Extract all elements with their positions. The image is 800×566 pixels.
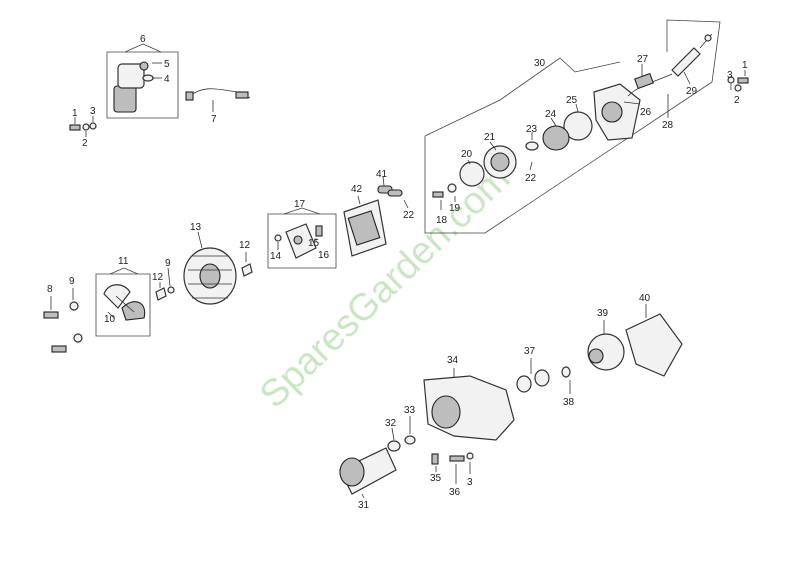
washer-9-mid-part[interactable] (167, 286, 175, 294)
callout-42: 42 (351, 184, 363, 195)
pulley-bracket-part[interactable] (634, 72, 654, 90)
bearing-37-part[interactable] (516, 369, 550, 393)
coil-ring-part[interactable] (142, 74, 154, 82)
screw-8-part[interactable] (43, 311, 67, 353)
callout-37: 37 (524, 346, 536, 357)
callout-13: 13 (190, 222, 202, 233)
callout-33: 33 (404, 405, 416, 416)
washer-2-left[interactable] (82, 123, 90, 131)
callout-40: 40 (639, 293, 651, 304)
screw-1-left[interactable] (69, 124, 81, 131)
callout-5: 5 (164, 59, 170, 70)
callout-14: 14 (270, 251, 282, 262)
callout-2-left: 2 (82, 138, 88, 149)
callout-29: 29 (686, 86, 698, 97)
grease-nipple-35-part[interactable] (431, 453, 439, 465)
washer-19-part[interactable] (447, 183, 457, 193)
pawl-part[interactable] (525, 141, 539, 151)
callout-22-right: 22 (525, 173, 537, 184)
drum-cover-part[interactable] (625, 313, 683, 377)
starter-rope-handle-part[interactable] (671, 33, 713, 77)
callout-2-right: 2 (734, 95, 740, 106)
callout-15: 15 (308, 238, 320, 249)
clutch-shoe-part[interactable] (103, 284, 146, 321)
screw-15-16-part[interactable] (315, 225, 323, 237)
washer-20-part[interactable] (459, 161, 485, 187)
clip-22-part[interactable] (387, 189, 403, 197)
callout-9-mid: 9 (165, 258, 171, 269)
callout-39: 39 (597, 308, 609, 319)
filter-cover-part[interactable] (343, 199, 387, 257)
washer-2-right[interactable] (734, 84, 742, 92)
washer-3-left[interactable] (89, 122, 97, 130)
callout-24: 24 (545, 109, 557, 120)
callout-10: 10 (104, 314, 116, 325)
callout-7: 7 (211, 114, 217, 125)
circlip-38-part[interactable] (561, 366, 571, 378)
callout-27: 27 (637, 54, 649, 65)
callout-4: 4 (164, 74, 170, 85)
callout-12-lower: 12 (152, 272, 164, 283)
callout-9-left: 9 (69, 276, 75, 287)
callout-17: 17 (294, 199, 306, 210)
callout-23: 23 (526, 124, 538, 135)
wire-harness-part[interactable] (185, 88, 251, 101)
callout-3-left: 3 (90, 106, 96, 117)
group-11-box (95, 267, 151, 337)
callout-3-lower: 3 (467, 477, 473, 488)
ignition-coil-part[interactable] (113, 61, 149, 113)
watermark-text: SparesGarden.com (252, 157, 518, 416)
callout-1-left: 1 (72, 108, 78, 119)
nut-12-upper-part[interactable] (241, 263, 253, 277)
module-17-part[interactable] (285, 223, 317, 259)
callout-22-left: 22 (403, 210, 415, 221)
callout-35: 35 (430, 473, 442, 484)
nut-14-part[interactable] (274, 234, 282, 242)
callout-30: 30 (534, 58, 546, 69)
starter-cup-part[interactable] (483, 145, 517, 179)
callout-16: 16 (318, 250, 330, 261)
group-6-box (106, 43, 179, 119)
callout-12-upper: 12 (239, 240, 251, 251)
callout-41: 41 (376, 169, 388, 180)
group-17-box (267, 207, 337, 269)
callout-26: 26 (640, 107, 652, 118)
starter-cover-part[interactable] (593, 83, 641, 141)
screw-1-right[interactable] (737, 77, 749, 84)
callout-25: 25 (566, 95, 578, 106)
callout-6: 6 (140, 34, 146, 45)
callout-34: 34 (447, 355, 459, 366)
callout-21: 21 (484, 132, 496, 143)
callout-1-right: 1 (742, 60, 748, 71)
flywheel-part[interactable] (183, 247, 237, 305)
seal-32-part[interactable] (387, 440, 401, 452)
clutch-drum-part[interactable] (587, 333, 625, 371)
callout-32: 32 (385, 418, 397, 429)
group-30-box (424, 19, 721, 234)
washer-3-right[interactable] (727, 76, 735, 84)
washer-3-lower-part[interactable] (466, 452, 474, 460)
callout-20: 20 (461, 149, 473, 160)
callout-3-right: 3 (727, 70, 733, 81)
ring-33-part[interactable] (404, 435, 416, 445)
callout-36: 36 (449, 487, 461, 498)
gear-housing-part[interactable] (423, 375, 515, 441)
callout-38: 38 (563, 397, 575, 408)
callout-31: 31 (358, 500, 370, 511)
screw-36-part[interactable] (449, 455, 465, 462)
nut-12-lower-part[interactable] (155, 287, 167, 301)
callout-11: 11 (118, 256, 129, 267)
pulley-part[interactable] (542, 125, 570, 151)
drive-shaft-sleeve-part[interactable] (339, 447, 397, 495)
callout-28: 28 (662, 120, 674, 131)
washer-9-left-part[interactable] (69, 301, 83, 343)
callout-18: 18 (436, 215, 448, 226)
screw-18-part[interactable] (432, 191, 444, 198)
callout-19: 19 (449, 203, 461, 214)
callout-8: 8 (47, 284, 53, 295)
